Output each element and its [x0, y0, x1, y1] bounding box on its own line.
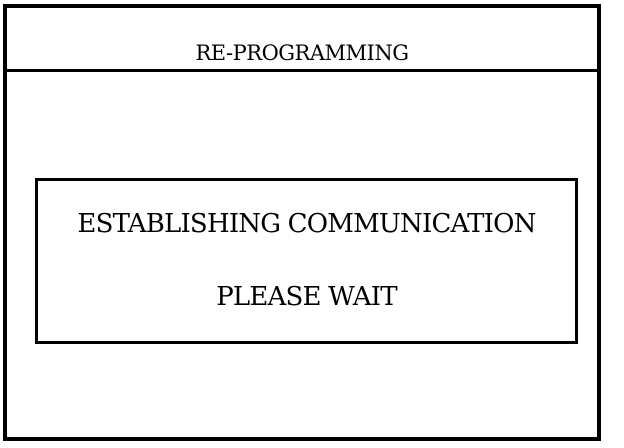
status-message-box: ESTABLISHING COMMUNICATION PLEASE WAIT — [35, 178, 578, 344]
title-bar: RE-PROGRAMMING — [7, 8, 597, 72]
page-title: RE-PROGRAMMING — [195, 41, 410, 65]
status-message: ESTABLISHING COMMUNICATION — [77, 209, 536, 239]
wait-message: PLEASE WAIT — [216, 282, 397, 312]
reprogramming-screen: RE-PROGRAMMING ESTABLISHING COMMUNICATIO… — [3, 4, 601, 441]
